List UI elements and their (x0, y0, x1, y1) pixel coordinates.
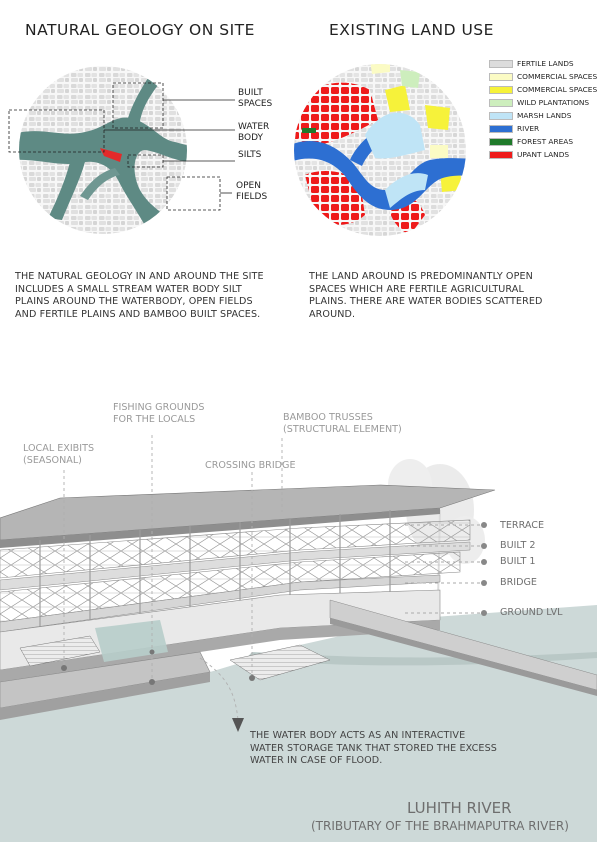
level-bridge: BRIDGE (500, 577, 537, 588)
land-use-title: EXISTING LAND USE (329, 21, 494, 39)
legend-item: RIVER (489, 123, 539, 134)
bamboo-truss-lower (0, 551, 461, 623)
legend-label: COMMERCIAL SPACES (517, 85, 597, 94)
legend-item: FOREST AREAS (489, 136, 573, 147)
legend-label: FERTILE LANDS (517, 59, 574, 68)
legend-item: WILD PLANTATIONS (489, 97, 589, 108)
label-bamboo-trusses: BAMBOO TRUSSES (STRUCTURAL ELEMENT) (283, 412, 402, 435)
label-fishing-grounds: FISHING GROUNDS FOR THE LOCALS (113, 402, 205, 425)
legend-item: FERTILE LANDS (489, 58, 574, 69)
water-body-note: THE WATER BODY ACTS AS AN INTERACTIVE WA… (250, 730, 497, 766)
built-spaces-box (112, 82, 164, 129)
bridge-ramp (329, 599, 597, 691)
level-built-2: BUILT 2 (500, 540, 536, 551)
geology-title: NATURAL GEOLOGY ON SITE (25, 21, 255, 39)
legend-item: COMMERCIAL SPACES (489, 71, 597, 82)
geology-description: THE NATURAL GEOLOGY IN AND AROUND THE SI… (15, 271, 264, 320)
legend-item: MARSH LANDS (489, 110, 571, 121)
legend-label: MARSH LANDS (517, 111, 572, 120)
callout-open-fields: OPEN FIELDS (236, 181, 268, 202)
legend-label: RIVER (517, 124, 540, 133)
open-fields-box (166, 176, 221, 211)
legend-label: UPANT LANDS (517, 150, 570, 159)
legend-swatch (489, 72, 513, 81)
legend-swatch (489, 150, 513, 159)
river-subtitle: (TRIBUTARY OF THE BRAHMAPUTRA RIVER) (311, 819, 569, 833)
legend-swatch (489, 59, 513, 68)
level-ground: GROUND LVL (500, 607, 563, 618)
water-body-shape (19, 117, 187, 234)
land-use-map (294, 64, 466, 236)
silt-shape (100, 148, 122, 162)
geology-map (8, 66, 235, 234)
legend-swatch (489, 98, 513, 107)
legend-item: UPANT LANDS (489, 149, 569, 160)
label-crossing-bridge: CROSSING BRIDGE (205, 460, 296, 471)
steps-into-water (229, 644, 331, 681)
land-use-description: THE LAND AROUND IS PREDOMINANTLY OPEN SP… (309, 271, 543, 320)
legend-item: COMMERCIAL SPACES (489, 84, 597, 95)
legend-swatch (489, 111, 513, 120)
arrow-down-icon (232, 718, 244, 732)
river-shape (294, 141, 466, 210)
legend-label: FOREST AREAS (517, 137, 574, 146)
water-body-box (8, 109, 105, 153)
label-local-exhibits: LOCAL EXIBITS (SEASONAL) (23, 443, 95, 466)
callout-built-spaces: BUILT SPACES (238, 88, 273, 109)
legend-swatch (489, 124, 513, 133)
land-use-legend: FERTILE LANDS COMMERCIAL SPACES COMMERCI… (489, 58, 597, 160)
legend-swatch (489, 137, 513, 146)
section-drawing (0, 435, 597, 842)
legend-label: COMMERCIAL SPACES (517, 72, 597, 81)
legend-label: WILD PLANTATIONS (517, 98, 590, 107)
bamboo-truss-upper (0, 519, 471, 579)
terrace-roof (0, 484, 496, 541)
callout-water-body: WATER BODY (238, 122, 270, 143)
callout-silts: SILTS (238, 150, 262, 160)
legend-swatch (489, 85, 513, 94)
level-built-1: BUILT 1 (500, 556, 536, 567)
level-terrace: TERRACE (500, 520, 545, 531)
river-name: LUHITH RIVER (407, 799, 512, 817)
